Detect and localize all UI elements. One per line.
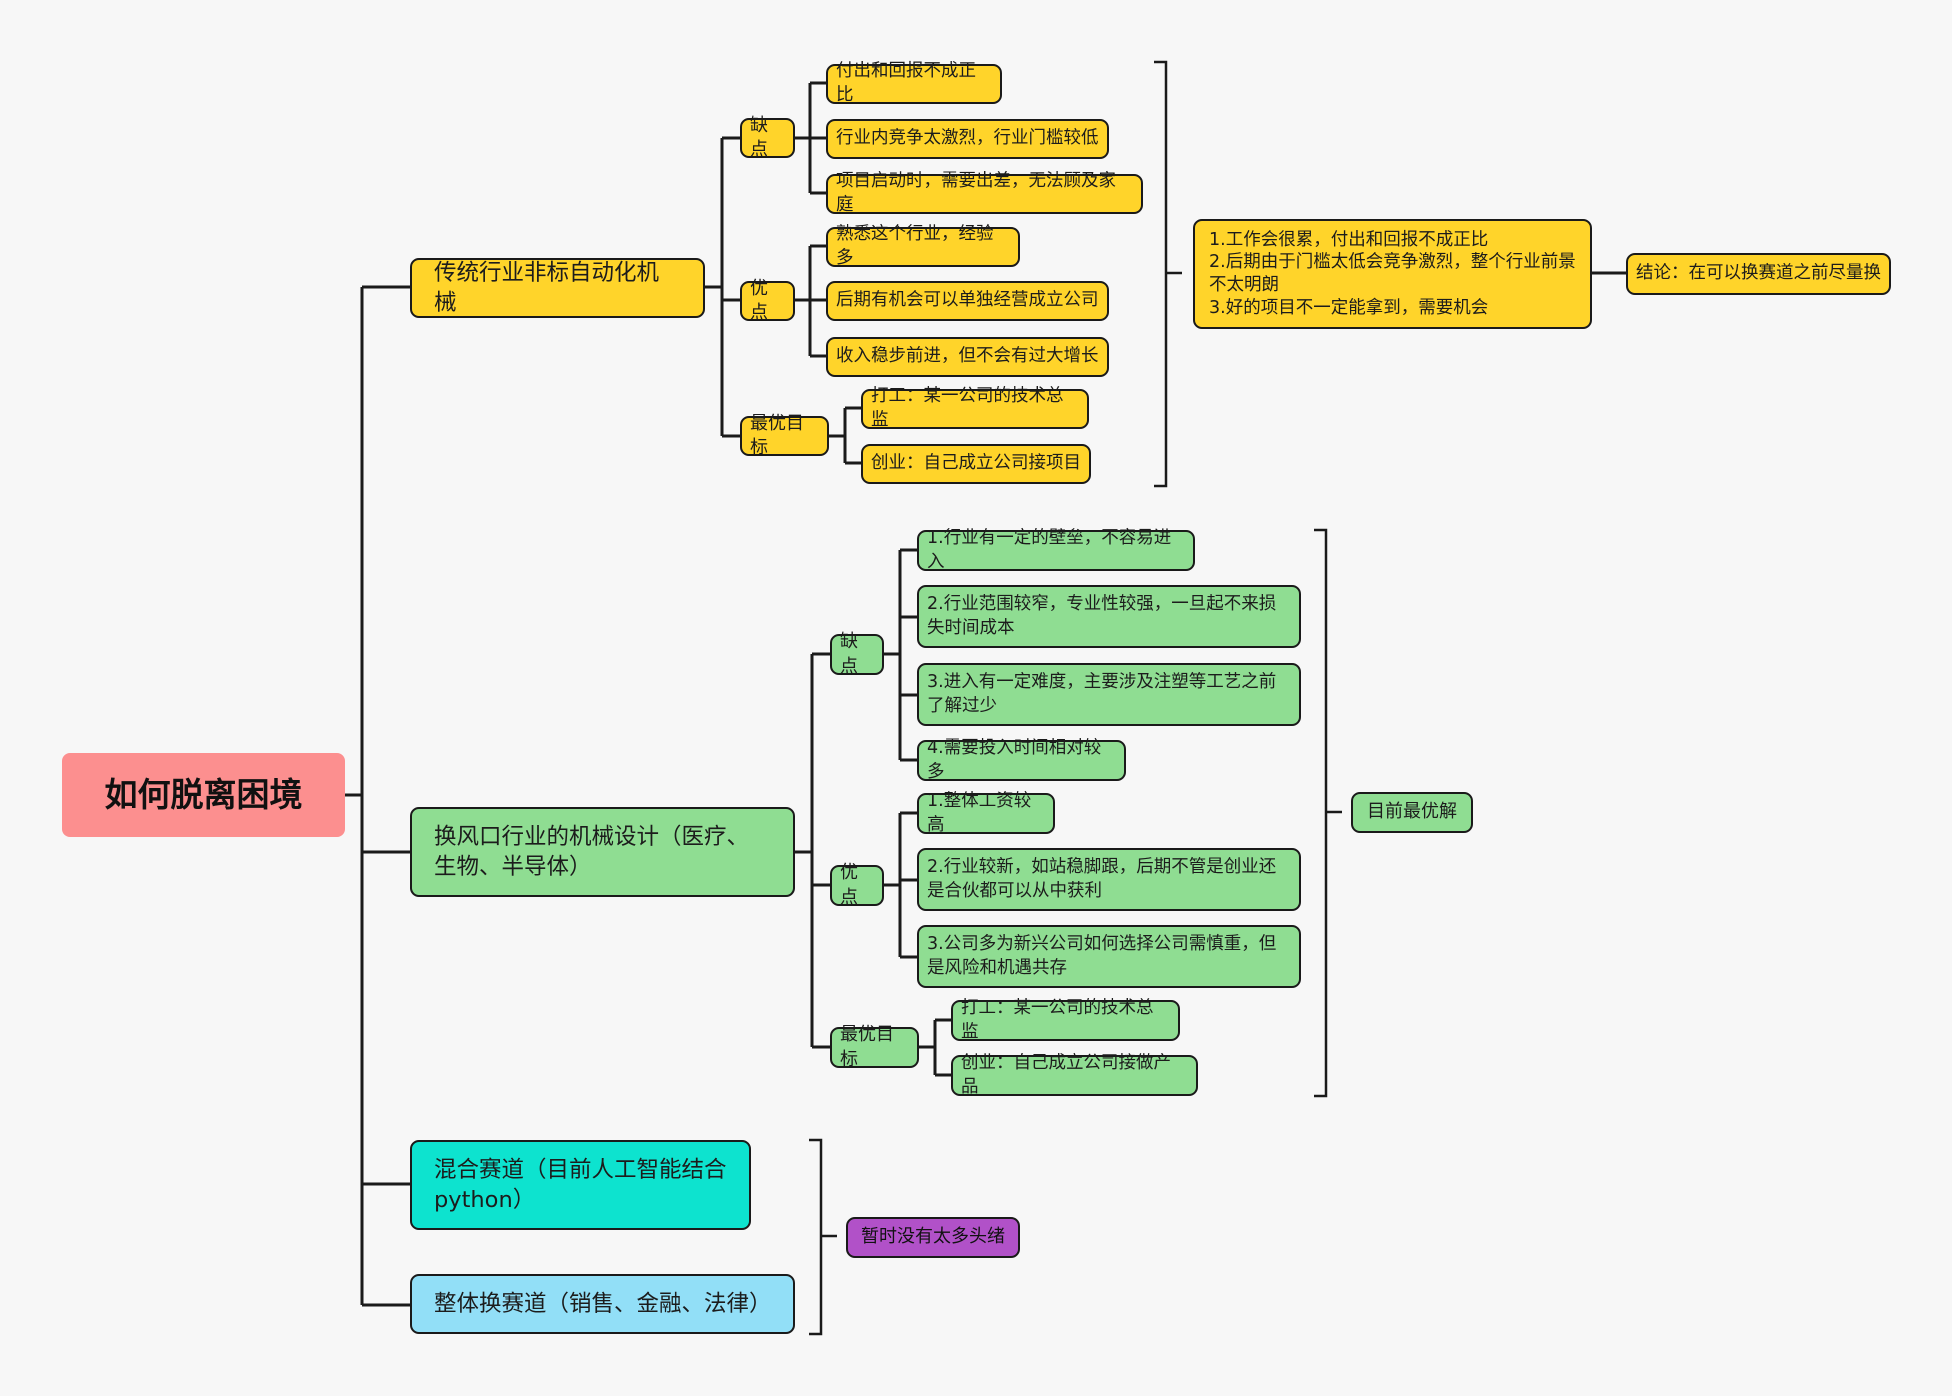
traditional-goal-item-2[interactable]: 创业：自己成立公司接项目	[861, 444, 1091, 484]
traditional-cons-item-3-text: 项目启动时，需要出差，无法顾及家庭	[836, 171, 1116, 215]
branch-hybrid[interactable]: 混合赛道（目前人工智能结合python）	[410, 1140, 751, 1230]
tuyere-cons-item-3-text: 3.进入有一定难度，主要涉及注塑等工艺之前了解过少	[927, 671, 1277, 716]
traditional-pros-item-3[interactable]: 收入稳步前进，但不会有过大增长	[826, 337, 1109, 377]
tuyere-pros-item-3-text: 3.公司多为新兴公司如何选择公司需慎重，但是风险和机遇共存	[927, 933, 1277, 978]
tuyere-pros[interactable]: 优点	[830, 862, 884, 908]
traditional-pros-item-3-text: 收入稳步前进，但不会有过大增长	[836, 346, 1099, 367]
branch-traditional-label: 传统行业非标自动化机械	[434, 259, 660, 316]
traditional-pros-label: 优点	[750, 277, 768, 323]
shared-summary-text: 暂时没有太多头绪	[861, 1226, 1005, 1248]
tuyere-cons-item-3[interactable]: 3.进入有一定难度，主要涉及注塑等工艺之前了解过少	[917, 663, 1301, 726]
tuyere-cons-item-1-text: 1.行业有一定的壁垒，不容易进入	[927, 527, 1172, 572]
summary-bracket-traditional	[1154, 60, 1182, 488]
traditional-summary-line-2: 2.后期由于门槛太低会竞争激烈，整个行业前景不太明朗	[1209, 252, 1576, 295]
traditional-pros-item-1[interactable]: 熟悉这个行业，经验多	[826, 224, 1020, 268]
traditional-goal-item-2-text: 创业：自己成立公司接项目	[871, 453, 1081, 474]
tuyere-cons[interactable]: 缺点	[830, 631, 884, 677]
tuyere-pros-item-2-text: 2.行业较新，如站稳脚跟，后期不管是创业还是合伙都可以从中获利	[927, 856, 1277, 901]
shared-summary[interactable]: 暂时没有太多头绪	[846, 1217, 1020, 1258]
traditional-goal-item-1-text: 打工：某一公司的技术总监	[871, 386, 1064, 430]
branch-switch[interactable]: 整体换赛道（销售、金融、法律）	[410, 1274, 795, 1334]
tuyere-goal-label: 最优目标	[840, 1024, 894, 1070]
tuyere-goal-item-2-text: 创业：自己成立公司接做产品	[961, 1052, 1171, 1097]
traditional-goal[interactable]: 最优目标	[740, 413, 829, 458]
traditional-goal-label: 最优目标	[750, 412, 804, 458]
summary-bracket-tuyere	[1314, 528, 1342, 1098]
traditional-pros[interactable]: 优点	[740, 278, 795, 323]
branch-tuyere-label: 换风口行业的机械设计（医疗、生物、半导体）	[434, 823, 750, 880]
tuyere-pros-item-1[interactable]: 1.整体工资较高	[917, 790, 1055, 835]
traditional-cons-item-2-text: 行业内竞争太激烈，行业门槛较低	[836, 128, 1099, 149]
tuyere-cons-item-2-text: 2.行业范围较窄，专业性较强，一旦起不来损失时间成本	[927, 593, 1277, 638]
tuyere-cons-label: 缺点	[840, 631, 858, 677]
traditional-cons-item-2[interactable]: 行业内竞争太激烈，行业门槛较低	[826, 119, 1109, 159]
tuyere-pros-item-1-text: 1.整体工资较高	[927, 790, 1032, 835]
tuyere-cons-item-2[interactable]: 2.行业范围较窄，专业性较强，一旦起不来损失时间成本	[917, 585, 1301, 648]
tuyere-cons-item-1[interactable]: 1.行业有一定的壁垒，不容易进入	[917, 527, 1195, 572]
traditional-cons[interactable]: 缺点	[740, 115, 795, 160]
tuyere-summary-text: 目前最优解	[1367, 801, 1457, 823]
tuyere-goal[interactable]: 最优目标	[830, 1024, 919, 1070]
branch-switch-label: 整体换赛道（销售、金融、法律）	[434, 1290, 772, 1317]
root-topic[interactable]: 如何脱离困境	[62, 753, 345, 837]
branch-hybrid-label: 混合赛道（目前人工智能结合python）	[434, 1156, 727, 1213]
branch-tuyere[interactable]: 换风口行业的机械设计（医疗、生物、半导体）	[410, 807, 795, 897]
traditional-conclusion-text: 结论：在可以换赛道之前尽量换	[1636, 263, 1881, 284]
root-title: 如何脱离困境	[104, 774, 303, 814]
traditional-pros-item-2[interactable]: 后期有机会可以单独经营成立公司	[826, 281, 1109, 321]
summary-bracket-shared	[809, 1138, 837, 1336]
tuyere-goal-item-1[interactable]: 打工：某一公司的技术总监	[951, 997, 1180, 1042]
tuyere-cons-item-4[interactable]: 4.需要投入时间相对较多	[917, 737, 1126, 782]
traditional-summary[interactable]: 1.工作会很累，付出和回报不成正比 2.后期由于门槛太低会竞争激烈，整个行业前景…	[1193, 219, 1592, 329]
traditional-cons-item-3[interactable]: 项目启动时，需要出差，无法顾及家庭	[826, 171, 1143, 215]
traditional-conclusion[interactable]: 结论：在可以换赛道之前尽量换	[1626, 253, 1891, 295]
tuyere-pros-item-3[interactable]: 3.公司多为新兴公司如何选择公司需慎重，但是风险和机遇共存	[917, 925, 1301, 988]
traditional-pros-item-1-text: 熟悉这个行业，经验多	[836, 224, 994, 268]
traditional-summary-line-3: 3.好的项目不一定能拿到，需要机会	[1209, 297, 1489, 318]
tuyere-cons-item-4-text: 4.需要投入时间相对较多	[927, 737, 1102, 782]
traditional-cons-item-1-text: 付出和回报不成正比	[836, 61, 976, 105]
traditional-cons-label: 缺点	[750, 114, 768, 160]
traditional-cons-item-1[interactable]: 付出和回报不成正比	[826, 61, 1002, 105]
tuyere-pros-item-2[interactable]: 2.行业较新，如站稳脚跟，后期不管是创业还是合伙都可以从中获利	[917, 848, 1301, 911]
tuyere-summary[interactable]: 目前最优解	[1351, 792, 1473, 833]
traditional-pros-item-2-text: 后期有机会可以单独经营成立公司	[836, 290, 1099, 311]
branch-traditional[interactable]: 传统行业非标自动化机械	[410, 258, 705, 318]
tuyere-goal-item-2[interactable]: 创业：自己成立公司接做产品	[951, 1052, 1198, 1097]
tuyere-pros-label: 优点	[840, 862, 858, 908]
traditional-summary-line-1: 1.工作会很累，付出和回报不成正比	[1209, 229, 1489, 250]
traditional-goal-item-1[interactable]: 打工：某一公司的技术总监	[861, 386, 1089, 430]
tuyere-goal-item-1-text: 打工：某一公司的技术总监	[961, 997, 1154, 1042]
